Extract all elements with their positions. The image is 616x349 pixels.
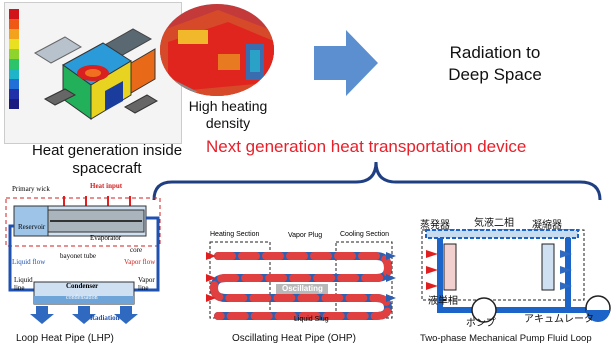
lhp-condensation: condensation bbox=[66, 295, 98, 301]
cooling-arrows bbox=[386, 252, 396, 302]
mpfl-accumulator: アキュムレータ bbox=[524, 314, 594, 325]
condenser-heat-arrows bbox=[560, 250, 572, 290]
pump-icon bbox=[471, 297, 497, 323]
mpfl-diagram: 蒸発器 気液二相 凝縮器 液単相 ポンプ アキュムレータ bbox=[418, 214, 614, 329]
mpfl-evaporator: 蒸発器 bbox=[420, 220, 450, 231]
ohp-heating-section: Heating Section bbox=[210, 231, 260, 238]
heat-label-line2: spacecraft bbox=[72, 160, 142, 177]
lhp-liquid-line-2: line bbox=[14, 284, 25, 292]
lhp-condenser: Condenser bbox=[66, 282, 99, 290]
radiation-line2: Deep Space bbox=[448, 65, 542, 84]
ohp-diagram: Heating Section Vapor Plug Cooling Secti… bbox=[206, 230, 396, 326]
mpfl-pump: ポンプ bbox=[466, 318, 496, 329]
right-arrow-icon bbox=[314, 30, 378, 96]
heat-generation-label: Heat generation inside spacecraft bbox=[14, 142, 200, 178]
lhp-heat-input: Heat input bbox=[90, 182, 123, 190]
lhp-core: core bbox=[130, 246, 143, 254]
brace-shape bbox=[152, 161, 602, 201]
lhp-radiation: Radiation bbox=[90, 314, 120, 322]
lhp-bayonet: bayonet tube bbox=[60, 252, 96, 260]
ohp-cooling-section: Cooling Section bbox=[340, 231, 390, 238]
ohp-drawing bbox=[206, 241, 396, 320]
mpfl-drawing bbox=[421, 229, 611, 323]
density-line2: density bbox=[205, 115, 251, 131]
ohp-liquid-slug: Liquid Slug bbox=[294, 316, 329, 323]
evaporator-heat-arrows bbox=[426, 250, 438, 290]
lhp-vapor-line: Vapor line bbox=[138, 276, 155, 292]
lhp-vapor-line-1: Vapor bbox=[138, 276, 155, 284]
lhp-liquid-flow: Liquid flow bbox=[12, 258, 46, 266]
lhp-reservoir: Reservoir bbox=[18, 223, 46, 231]
zoom-render bbox=[160, 4, 274, 96]
lhp-liquid-line: Liquid line bbox=[14, 276, 33, 292]
flow-arrow bbox=[314, 30, 380, 101]
radiation-arrows bbox=[30, 306, 138, 324]
lhp-liquid-line-1: Liquid bbox=[14, 276, 33, 284]
lhp-vapor-flow: Vapor flow bbox=[124, 258, 156, 266]
high-density-zoom bbox=[158, 2, 276, 98]
ohp-vapor-plug: Vapor Plug bbox=[288, 232, 323, 239]
radiation-line1: Radiation to bbox=[449, 43, 541, 62]
lhp-vapor-line-2: line bbox=[138, 284, 149, 292]
lhp-diagram: Primary wick Heat input Reservoir Evapor… bbox=[4, 178, 164, 326]
color-scale-bar bbox=[9, 9, 19, 109]
mpfl-liquid-single: 液単相 bbox=[428, 296, 458, 307]
next-gen-heading: Next generation heat transportation devi… bbox=[206, 137, 527, 156]
radiation-label: Radiation to Deep Space bbox=[420, 42, 570, 86]
lhp-evaporator: Evaporator bbox=[90, 234, 122, 242]
lhp-drawing bbox=[5, 196, 161, 324]
mpfl-condenser: 凝縮器 bbox=[532, 220, 562, 231]
lhp-caption: Loop Heat Pipe (LHP) bbox=[16, 333, 114, 344]
grouping-brace bbox=[150, 158, 610, 207]
ohp-caption: Oscillating Heat Pipe (OHP) bbox=[232, 333, 356, 344]
mpfl-two-phase: 気液二相 bbox=[474, 218, 514, 229]
heat-label-line1: Heat generation inside bbox=[31, 142, 183, 159]
density-line1: High heating bbox=[188, 98, 268, 114]
lhp-primary-wick: Primary wick bbox=[12, 185, 50, 193]
ohp-oscillating: Oscillating bbox=[282, 284, 323, 293]
heating-arrows bbox=[206, 252, 216, 302]
mpfl-caption: Two-phase Mechanical Pump Fluid Loop bbox=[420, 333, 592, 344]
high-heating-density-label: High heating density bbox=[180, 98, 276, 132]
spacecraft-thermal-image bbox=[4, 2, 182, 144]
spacecraft-thermal-render bbox=[9, 9, 159, 120]
